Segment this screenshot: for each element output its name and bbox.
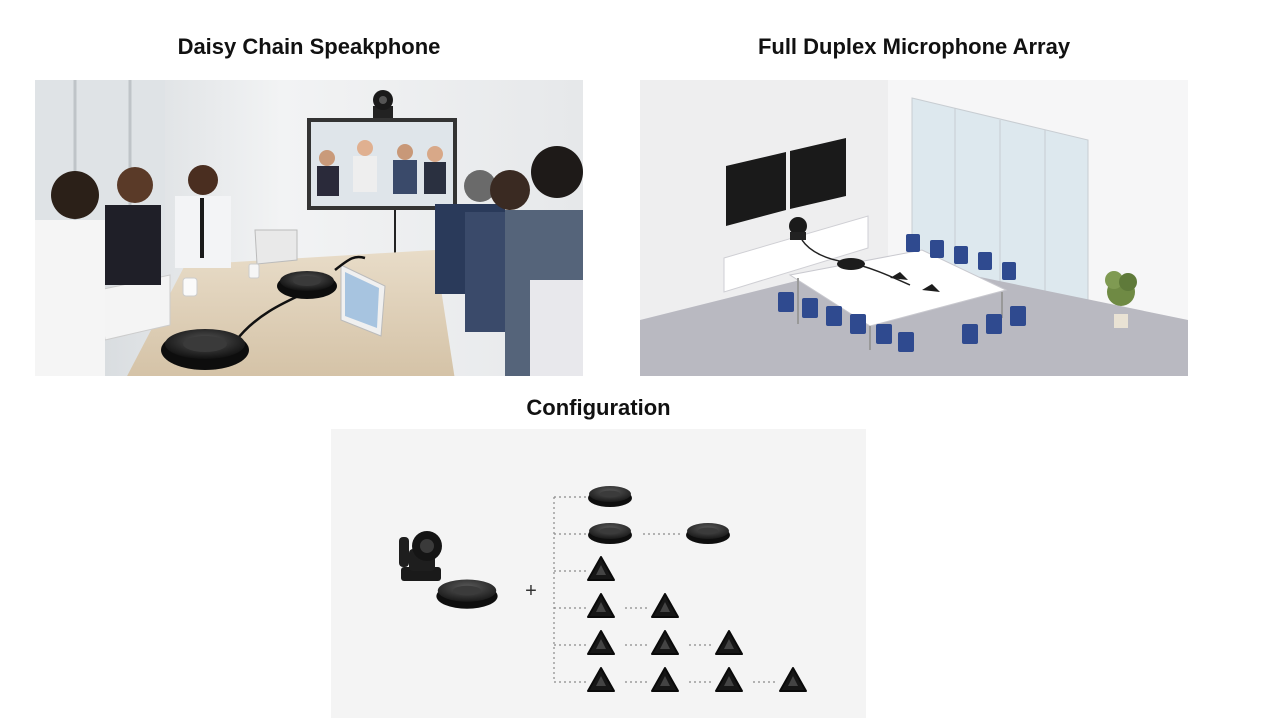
speakerphone-icon	[837, 258, 865, 270]
speakerphone-icon	[161, 329, 249, 370]
mic-array-icon	[587, 667, 615, 692]
conference-room-illustration	[640, 80, 1188, 376]
mic-array-icon	[890, 272, 908, 280]
meeting-participants	[35, 146, 583, 376]
ptz-camera-icon	[789, 217, 807, 240]
mic-array-icon	[651, 630, 679, 655]
video-display	[307, 118, 457, 210]
configuration-tree	[553, 486, 807, 692]
configuration-panel: +	[331, 429, 866, 718]
speakerphone-icon	[277, 271, 337, 299]
mic-array-icon	[651, 667, 679, 692]
speakerphone-icon	[588, 486, 632, 507]
ptz-camera-icon	[399, 531, 442, 581]
mic-array-icon	[715, 667, 743, 692]
mic-array-icon	[587, 630, 615, 655]
speakerphone-icon	[436, 579, 498, 609]
mic-array-icon	[779, 667, 807, 692]
speakerphone-icon	[588, 523, 632, 544]
mic-array-icon	[715, 630, 743, 655]
mic-array-icon	[651, 593, 679, 618]
configuration-heading: Configuration	[526, 395, 671, 420]
meeting-room-photo	[35, 80, 583, 376]
mic-array-icon	[587, 556, 615, 581]
chairs	[778, 234, 1026, 352]
daisy-chain-heading: Daisy Chain Speakphone	[177, 34, 441, 59]
speakerphone-icon	[686, 523, 730, 544]
plus-symbol: +	[525, 580, 537, 602]
full-duplex-heading: Full Duplex Microphone Array	[757, 34, 1071, 59]
mic-array-icon	[922, 284, 940, 292]
ptz-camera-icon	[373, 90, 393, 118]
mic-array-icon	[587, 593, 615, 618]
plant-icon	[1105, 271, 1137, 328]
dual-display-icon	[726, 138, 846, 226]
